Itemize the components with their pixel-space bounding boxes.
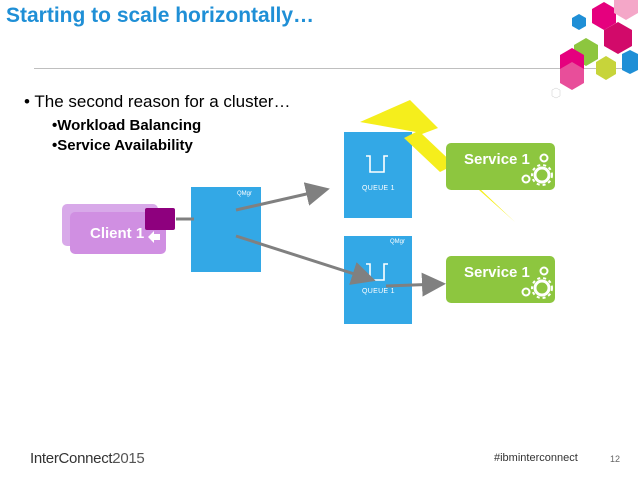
queue-bottom-label: QUEUE 1	[362, 288, 395, 295]
qmgr-main: QMgr	[191, 187, 261, 272]
footer-brand-year: 2015	[112, 450, 145, 467]
arrow-left-icon	[148, 231, 160, 243]
gear-icon	[521, 266, 553, 299]
slide-title: Starting to scale horizontally…	[6, 4, 315, 27]
arrow-to-service-bottom	[385, 272, 446, 297]
gear-icon	[521, 153, 553, 186]
queue-icon	[366, 155, 388, 173]
sub-item-availability: •Service Availability	[52, 137, 193, 154]
footer-hashtag: #ibminterconnect	[494, 452, 578, 464]
qmgr-top: QUEUE 1	[344, 132, 412, 218]
hexagon-logo-icon	[551, 0, 638, 99]
bullet-main: • The second reason for a cluster…	[24, 92, 291, 111]
sub-item-workload: •Workload Balancing	[52, 117, 202, 134]
client-label: Client 1	[90, 225, 145, 242]
message-icon	[145, 208, 175, 230]
arrow-to-queue-top	[235, 182, 330, 212]
footer-brand: InterConnect2015	[30, 450, 145, 467]
page-number: 12	[610, 454, 621, 464]
qmgr-bottom-label: QMgr	[390, 239, 405, 245]
title-divider	[34, 68, 638, 69]
footer-brand-name: InterConnect	[30, 450, 113, 467]
service-bottom-label: Service 1	[464, 264, 530, 281]
service-top-label: Service 1	[464, 151, 530, 168]
arrow-to-queue-bottom	[235, 234, 376, 285]
service-top: Service 1	[446, 143, 555, 190]
qmgr-main-label: QMgr	[237, 191, 252, 197]
service-bottom: Service 1	[446, 256, 555, 303]
queue-top-label: QUEUE 1	[362, 185, 395, 192]
